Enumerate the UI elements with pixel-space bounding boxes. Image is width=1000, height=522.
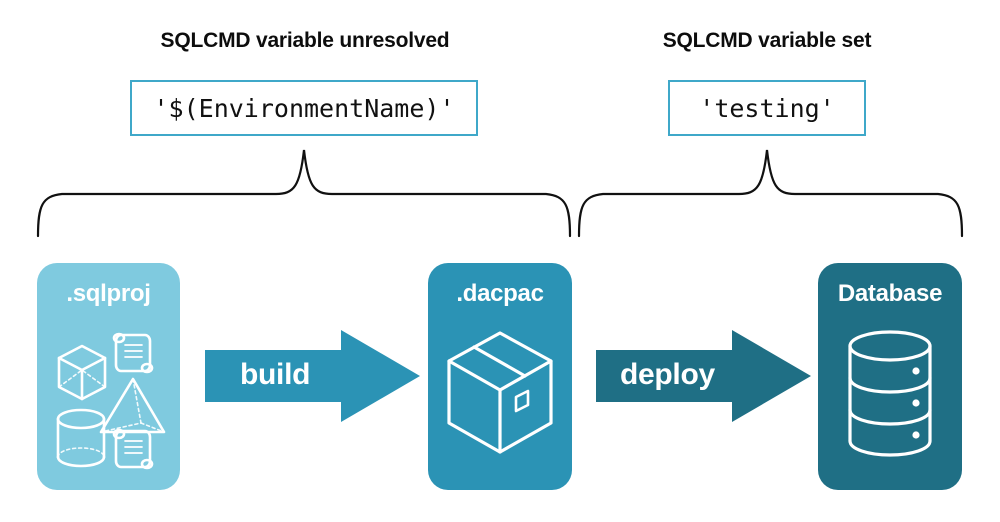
code-value-box-right: 'testing' <box>668 80 866 136</box>
package-box-icon <box>447 331 553 454</box>
artifact-card-sqlproj-label: .sqlproj <box>66 280 151 307</box>
brace-left <box>36 149 572 238</box>
artifact-card-dacpac: .dacpac <box>428 263 572 490</box>
artifact-card-dacpac-label: .dacpac <box>456 280 544 307</box>
code-value-box-left: '$(EnvironmentName)' <box>130 80 478 136</box>
brace-right <box>577 149 964 238</box>
cylinder-icon <box>56 408 106 468</box>
deploy-arrow <box>596 330 811 422</box>
scroll-icon-bottom <box>112 428 154 470</box>
section-heading-left: SQLCMD variable unresolved <box>160 29 450 52</box>
artifact-card-sqlproj: .sqlproj <box>37 263 180 490</box>
scroll-icon-top <box>112 332 154 374</box>
artifact-card-database: Database <box>818 263 962 490</box>
pyramid-icon <box>99 377 166 434</box>
database-icon-group <box>848 330 932 457</box>
database-status-dots <box>912 367 920 439</box>
database-cylinder-icon <box>848 330 932 457</box>
build-arrow <box>205 330 420 422</box>
section-heading-right: SQLCMD variable set <box>662 29 872 52</box>
deploy-arrow-label: deploy <box>620 358 715 391</box>
dacpac-icon-group <box>447 331 553 454</box>
artifact-card-database-label: Database <box>837 280 943 307</box>
cube-icon <box>57 344 107 401</box>
sqlproj-icon-group <box>56 332 166 470</box>
build-arrow-label: build <box>240 358 311 391</box>
